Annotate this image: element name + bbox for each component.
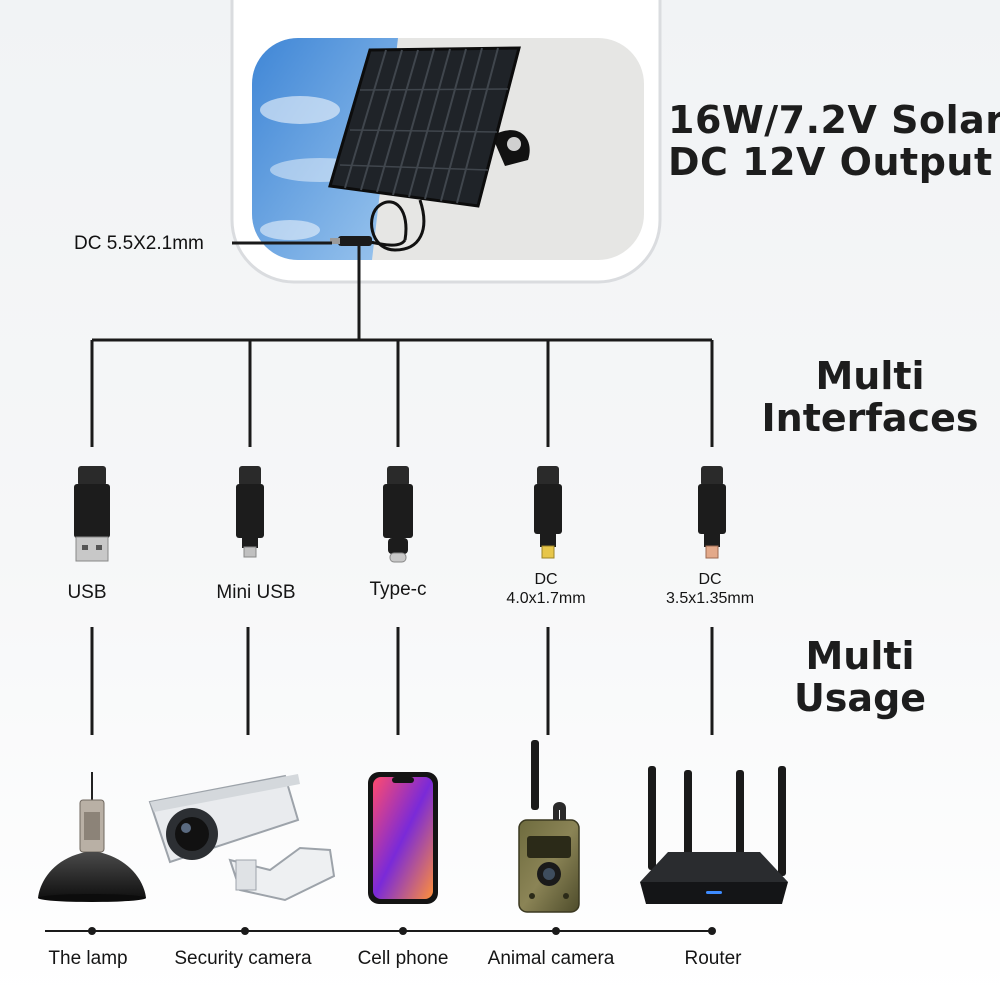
- product-title-line-1: 16W/7.2V Solar: [668, 98, 1000, 142]
- lamp-icon: [38, 772, 146, 902]
- usage-heading-line-1: Multi: [805, 634, 915, 678]
- device-label-lamp: The lamp: [48, 948, 128, 969]
- connector-label-dc-3-5-line-2: 3.5x1.35mm: [665, 590, 755, 608]
- dc-adapter-icon: [698, 466, 726, 559]
- interfaces-heading: Multi Interfaces: [760, 354, 980, 440]
- interfaces-heading-line-2: Interfaces: [761, 395, 979, 440]
- baseline-dots: [88, 927, 716, 935]
- cable-icon: [330, 199, 426, 252]
- product-title: 16W/7.2V Solar DC 12V Output: [668, 98, 1000, 184]
- security-camera-icon: [148, 774, 336, 902]
- connector-label-dc-4-line-2: 4.0x1.7mm: [506, 590, 586, 608]
- usage-heading-line-2: Usage: [793, 675, 927, 720]
- connector-label-dc-4-line-1: DC: [534, 571, 558, 588]
- connector-label-type-c: Type-c: [369, 579, 427, 600]
- input-connector-label: DC 5.5X2.1mm: [74, 233, 204, 254]
- connector-label-dc-3-5-line-1: DC: [698, 571, 722, 588]
- interfaces-heading-line-1: Multi: [815, 354, 925, 398]
- connector-label-dc-3-5: DC 3.5x1.35mm: [666, 570, 754, 608]
- mini-usb-adapter-icon: [236, 466, 264, 558]
- type-c-adapter-icon: [383, 466, 413, 563]
- connector-label-mini-usb: Mini USB: [216, 582, 296, 603]
- device-label-cell-phone: Cell phone: [357, 948, 449, 969]
- router-icon: [640, 766, 788, 904]
- device-label-router: Router: [684, 948, 742, 969]
- device-label-animal-camera: Animal camera: [487, 948, 615, 969]
- cell-phone-icon: [368, 772, 438, 904]
- connection-lines: [45, 241, 714, 932]
- usage-heading: Multi Usage: [760, 634, 960, 720]
- product-title-line-2: DC 12V Output: [668, 139, 993, 184]
- connector-label-usb: USB: [67, 582, 107, 603]
- usb-adapter-icon: [74, 466, 110, 562]
- animal-camera-icon: [518, 740, 580, 913]
- device-label-security-camera: Security camera: [174, 948, 312, 969]
- connector-label-dc-4: DC 4.0x1.7mm: [506, 570, 585, 608]
- dc-adapter-icon: [534, 466, 562, 559]
- solar-panel-icon: [328, 46, 530, 208]
